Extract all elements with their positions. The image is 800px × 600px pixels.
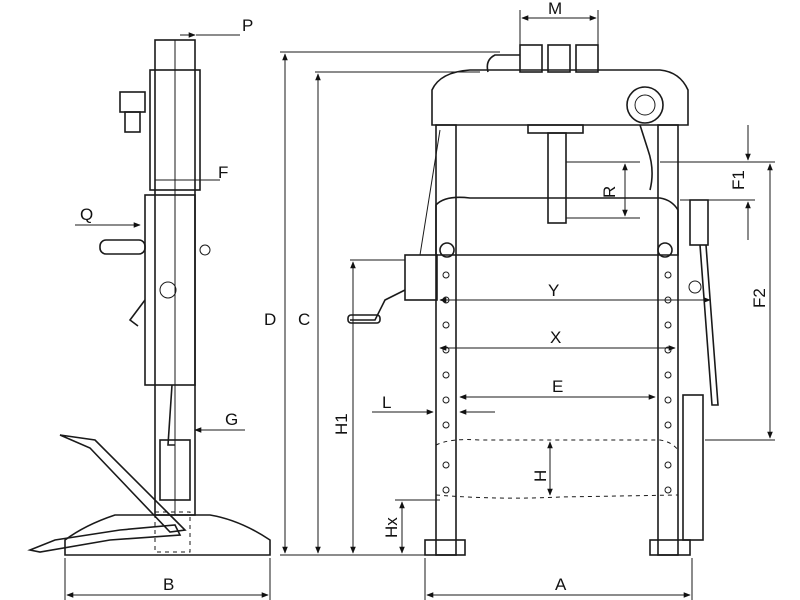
label-Hx: Hx [382,517,401,538]
label-X: X [550,328,561,347]
label-H: H [531,470,550,482]
label-C: C [298,310,310,329]
label-M: M [548,0,562,18]
label-F2: F2 [750,288,769,308]
label-H1: H1 [332,413,351,435]
label-L: L [382,393,391,412]
label-Y: Y [548,281,559,300]
label-B: B [163,575,174,594]
label-R: R [600,186,619,198]
label-A: A [555,575,567,594]
label-G: G [225,410,238,429]
label-F1: F1 [729,170,748,190]
front-view: M D C H1 R F1 F2 Y X [264,0,775,600]
label-F: F [218,163,228,182]
label-P: P [242,16,253,35]
side-view: P F Q G B [27,16,271,600]
label-D: D [264,310,276,329]
label-Q: Q [80,205,93,224]
label-E: E [552,377,563,396]
